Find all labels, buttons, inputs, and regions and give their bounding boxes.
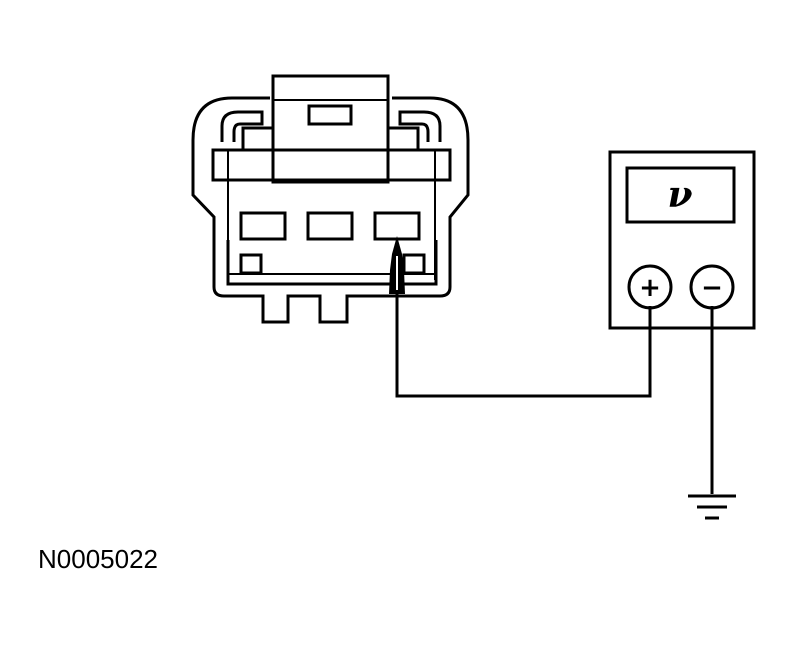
connector-inner-shoulders: [241, 126, 420, 150]
connector-latch-window: [307, 104, 353, 126]
connector-left-hook: [220, 110, 264, 142]
connector-terminal-cavity-3: [373, 211, 421, 241]
electrical-connector: [191, 74, 470, 324]
positive-test-lead: [395, 294, 652, 398]
connector-latch-tab: [271, 74, 390, 130]
voltmeter-body: [608, 150, 756, 330]
connector-latch-body: [271, 130, 390, 184]
voltmeter-negative-terminal: [689, 264, 735, 310]
negative-terminal-label: −: [701, 273, 723, 303]
connector-housing-outer: [191, 96, 470, 324]
connector-right-hook: [398, 110, 442, 142]
connector-inner-cavity: [226, 240, 438, 286]
connector-terminal-cavity-1: [239, 211, 287, 241]
voltmeter-display-symbol: ν: [668, 174, 693, 216]
ground-icon: [688, 494, 736, 520]
test-probe: [389, 236, 405, 294]
voltmeter: ν + −: [608, 150, 756, 330]
connector-key-right: [402, 253, 426, 275]
connector-inner-frame: [211, 148, 452, 182]
connector-terminal-cavity-2: [306, 211, 354, 241]
positive-terminal-label: +: [639, 273, 661, 303]
figure-id-label: N0005022: [38, 544, 158, 574]
voltmeter-positive-terminal: [627, 264, 673, 310]
voltmeter-display: [625, 166, 736, 224]
connector-key-left: [239, 253, 263, 275]
